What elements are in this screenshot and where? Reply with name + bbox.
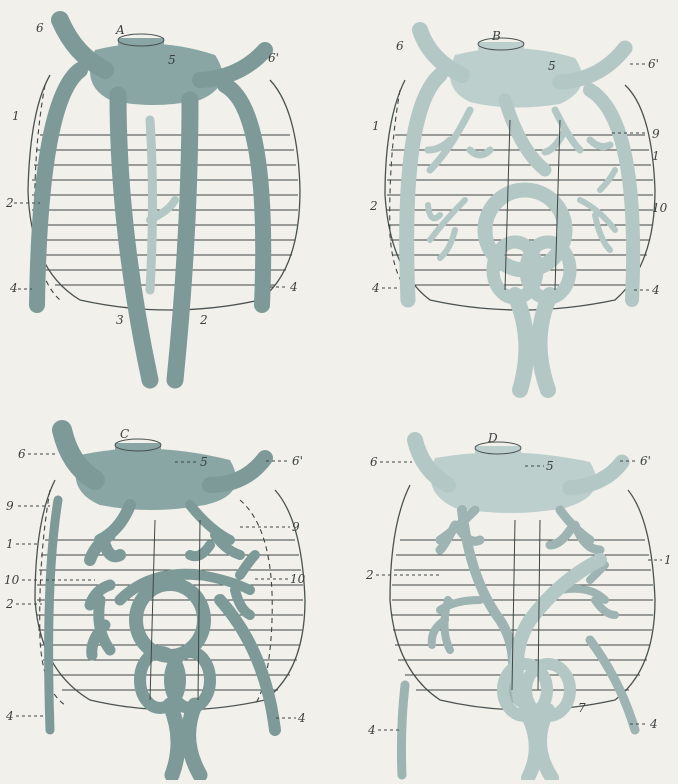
panel-d-label-4-right: 4 [649,717,658,731]
panel-c-label-2: 2 [5,597,14,611]
panel-b-label-5: 5 [548,59,556,73]
panel-d-label-2: 2 [365,568,374,582]
panel-b-label-4-right: 4 [651,283,660,297]
panel-a-label-2-bottom: 2 [199,313,208,327]
panel-a: A 6 6' 5 1 2 4 4 3 2 [5,20,300,380]
panel-d: D 6 6' 5 2 1 4 4 7 [365,431,672,778]
panel-b-label-4-left: 4 [371,281,380,295]
panel-d-label-6: 6 [370,455,378,469]
panel-b-label-6prime: 6' [648,57,659,71]
panel-b-label-6: 6 [396,39,404,53]
panel-a-label-6prime: 6' [268,51,279,65]
panel-c-letter: C [120,427,129,441]
panel-c-label-4-left: 4 [5,709,14,723]
panel-c-label-4-right: 4 [297,711,306,725]
panel-d-letter: D [487,431,498,445]
panel-b-letter: B [491,29,501,43]
panel-c-label-9-right: 9 [292,520,300,534]
panel-d-label-5: 5 [546,459,554,473]
panel-c-label-9: 9 [6,499,14,513]
panel-b-label-10: 10 [652,201,668,215]
panel-a-letter: A [115,23,125,37]
panel-a-label-1: 1 [12,109,20,123]
panel-d-label-7: 7 [578,701,586,715]
panel-a-label-3: 3 [116,313,124,327]
panel-b-label-2: 2 [369,199,378,213]
panel-c-label-10: 10 [4,573,20,587]
panel-c: C 6 6' 5 9 1 10 2 4 9 10 4 [4,427,306,775]
panel-a-label-4-left: 4 [9,281,18,295]
panel-a-label-2: 2 [5,196,14,210]
panel-c-label-5: 5 [200,455,208,469]
panel-c-label-6prime: 6' [292,454,303,468]
panel-b: B 6 6' 5 1 2 4 9 1 10 4 [369,29,668,390]
panel-a-label-5: 5 [168,53,176,67]
panel-c-label-1: 1 [6,537,14,551]
panel-a-label-4-right: 4 [289,280,298,294]
panel-d-label-4-left: 4 [367,723,376,737]
panel-c-label-10-right: 10 [290,572,306,586]
panel-b-label-1-right: 1 [652,149,660,163]
panel-a-label-6: 6 [36,21,44,35]
panel-d-label-1: 1 [664,553,672,567]
panel-b-label-1: 1 [372,119,380,133]
panel-c-label-6: 6 [18,447,26,461]
panel-d-label-6prime: 6' [640,454,651,468]
panel-b-label-9: 9 [652,127,660,141]
